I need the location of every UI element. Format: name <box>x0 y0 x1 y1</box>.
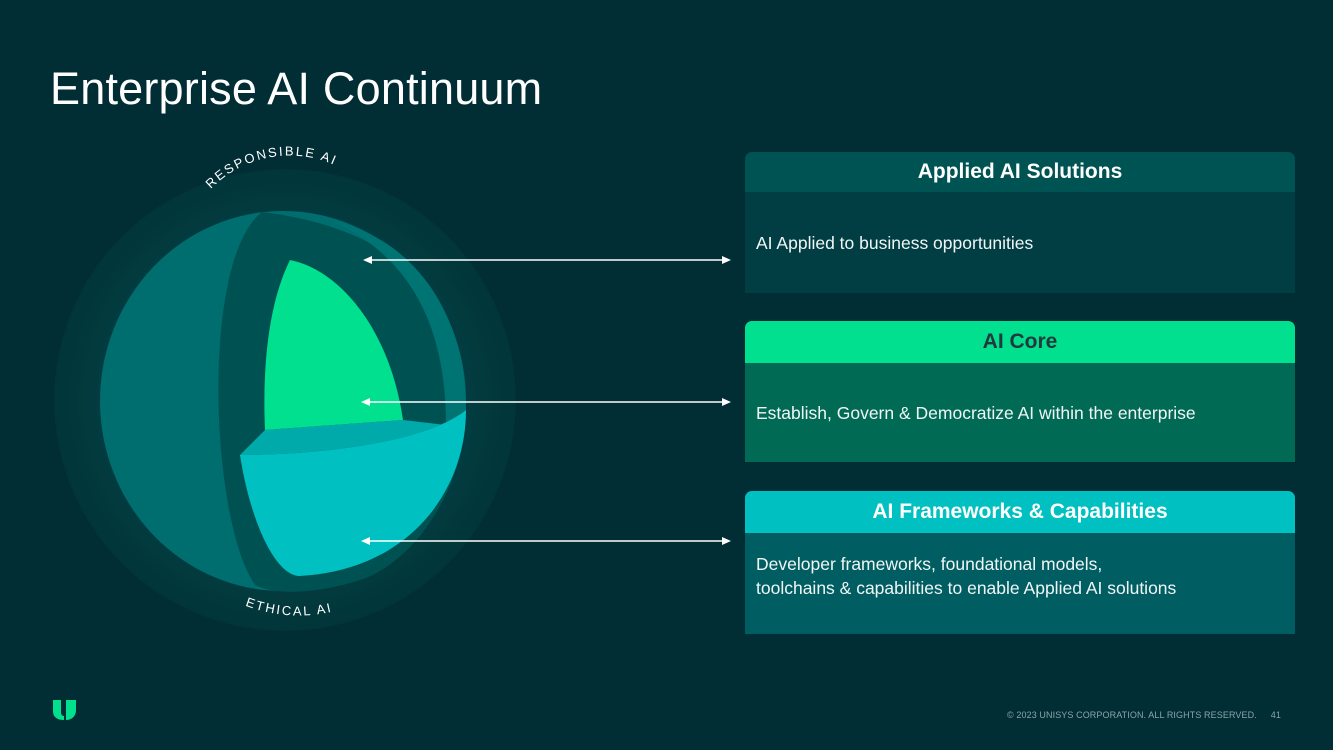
card-applied-ai-solutions: Applied AI Solutions AI Applied to busin… <box>745 152 1295 293</box>
unisys-logo-icon <box>53 700 76 720</box>
page-number: 41 <box>1270 710 1281 720</box>
arrow-head-left-icon <box>363 256 372 264</box>
arrow-ai-frameworks <box>361 537 731 545</box>
arrow-applied-ai <box>363 256 731 264</box>
card-title: AI Core <box>745 321 1295 363</box>
sphere-base <box>240 410 466 576</box>
card-title: Applied AI Solutions <box>745 152 1295 192</box>
arrow-ai-core <box>361 398 731 406</box>
arrow-head-left-icon <box>361 398 370 406</box>
sphere-core <box>264 260 403 430</box>
arrow-head-right-icon <box>722 537 731 545</box>
card-description: AI Applied to business opportunities <box>745 192 1295 293</box>
card-title: AI Frameworks & Capabilities <box>745 491 1295 533</box>
page-title: Enterprise AI Continuum <box>50 63 543 114</box>
card-description-line: Developer frameworks, foundational model… <box>756 554 1103 574</box>
sphere-ledge <box>240 410 466 455</box>
card-description: Establish, Govern & Democratize AI withi… <box>745 363 1295 462</box>
sphere-rim <box>330 220 466 425</box>
card-description: Developer frameworks, foundational model… <box>745 533 1295 634</box>
card-description-line: toolchains & capabilities to enable Appl… <box>756 578 1177 598</box>
card-ai-core: AI Core Establish, Govern & Democratize … <box>745 321 1295 462</box>
footer: © 2023 UNISYS CORPORATION. ALL RIGHTS RE… <box>1007 710 1281 720</box>
copyright-text: © 2023 UNISYS CORPORATION. ALL RIGHTS RE… <box>1007 710 1257 720</box>
arrow-head-left-icon <box>361 537 370 545</box>
card-ai-frameworks: AI Frameworks & Capabilities Developer f… <box>745 491 1295 634</box>
arrow-head-right-icon <box>722 256 731 264</box>
arrow-head-right-icon <box>722 398 731 406</box>
sphere-diagram: RESPONSIBLE AI ETHICAL AI <box>54 144 731 631</box>
